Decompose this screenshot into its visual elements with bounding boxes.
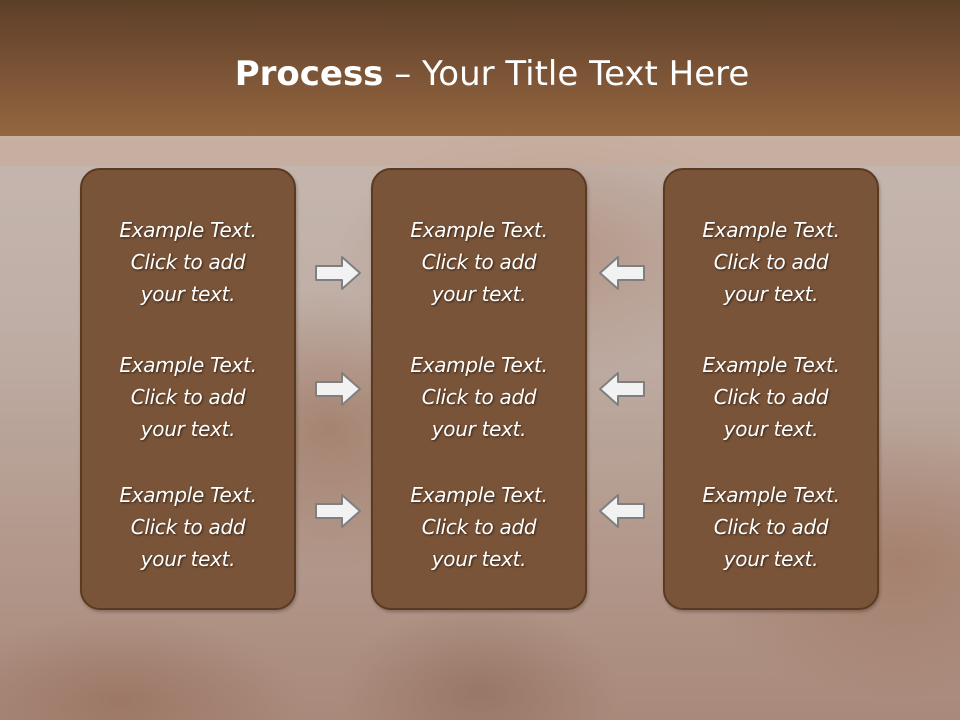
item-line: Example Text. (410, 218, 548, 242)
title-bold: Process (234, 54, 384, 94)
text-item[interactable]: Example Text. Click to add your text. (373, 479, 585, 575)
item-line: Example Text. (119, 218, 257, 242)
item-line: your text. (723, 282, 819, 306)
title-bar-stripe (0, 136, 960, 166)
item-line: Example Text. (410, 353, 548, 377)
text-item[interactable]: Example Text. Click to add your text. (373, 349, 585, 445)
process-box-left[interactable]: Example Text. Click to add your text. Ex… (80, 168, 296, 610)
text-item[interactable]: Example Text. Click to add your text. (665, 479, 877, 575)
arrow-left-icon[interactable] (596, 492, 646, 530)
arrow-left-icon[interactable] (596, 370, 646, 408)
arrow-right-icon[interactable] (314, 370, 364, 408)
arrow-right-icon[interactable] (314, 254, 364, 292)
item-line: Example Text. (410, 483, 548, 507)
text-item[interactable]: Example Text. Click to add your text. (82, 214, 294, 310)
title-rest: – Your Title Text Here (383, 54, 750, 94)
process-box-right[interactable]: Example Text. Click to add your text. Ex… (663, 168, 879, 610)
text-item[interactable]: Example Text. Click to add your text. (82, 349, 294, 445)
text-item[interactable]: Example Text. Click to add your text. (373, 214, 585, 310)
item-line: your text. (140, 417, 236, 441)
item-line: your text. (431, 547, 527, 571)
title-bar (0, 0, 960, 136)
item-line: Click to add (130, 515, 246, 539)
item-line: your text. (140, 547, 236, 571)
item-line: your text. (431, 417, 527, 441)
item-line: Click to add (421, 515, 537, 539)
item-line: Example Text. (702, 483, 840, 507)
item-line: your text. (723, 547, 819, 571)
item-line: Click to add (713, 385, 829, 409)
item-line: Click to add (421, 250, 537, 274)
item-line: your text. (140, 282, 236, 306)
item-line: Example Text. (119, 353, 257, 377)
text-item[interactable]: Example Text. Click to add your text. (665, 214, 877, 310)
text-item[interactable]: Example Text. Click to add your text. (82, 479, 294, 575)
slide-title[interactable]: Process – Your Title Text Here (0, 52, 960, 96)
item-line: Example Text. (702, 218, 840, 242)
item-line: Click to add (713, 515, 829, 539)
item-line: your text. (723, 417, 819, 441)
arrow-right-icon[interactable] (314, 492, 364, 530)
item-line: Example Text. (702, 353, 840, 377)
text-item[interactable]: Example Text. Click to add your text. (665, 349, 877, 445)
item-line: Click to add (130, 385, 246, 409)
item-line: your text. (431, 282, 527, 306)
item-line: Click to add (713, 250, 829, 274)
process-box-middle[interactable]: Example Text. Click to add your text. Ex… (371, 168, 587, 610)
item-line: Click to add (130, 250, 246, 274)
item-line: Click to add (421, 385, 537, 409)
arrow-left-icon[interactable] (596, 254, 646, 292)
item-line: Example Text. (119, 483, 257, 507)
